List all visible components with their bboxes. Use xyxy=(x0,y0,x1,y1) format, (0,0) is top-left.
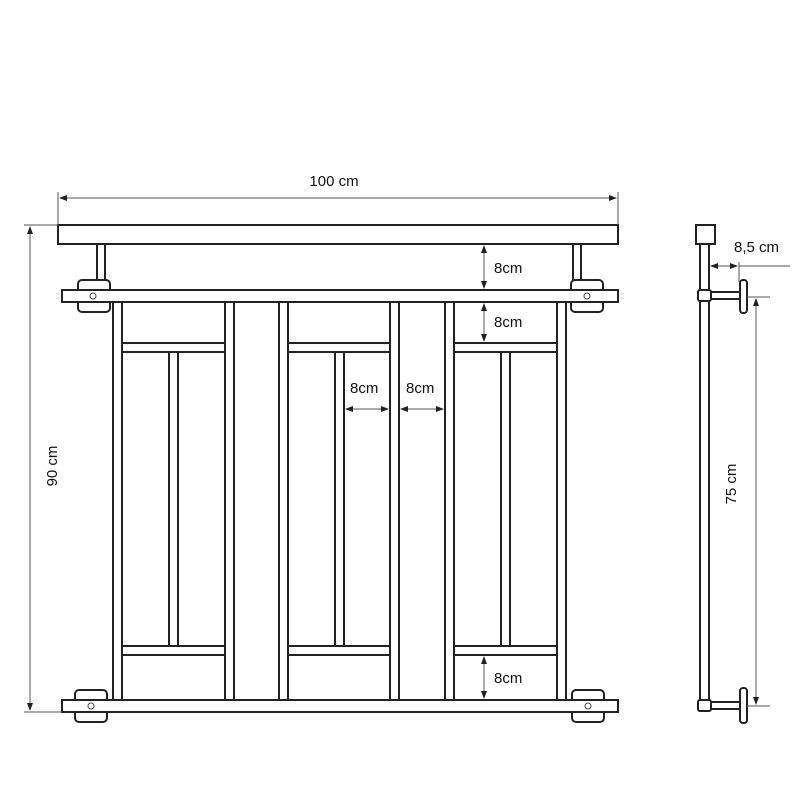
side-arm-top xyxy=(710,291,741,300)
gap-inner-right-label: 8cm xyxy=(406,380,434,397)
offset-label: 8,5 cm xyxy=(734,239,779,256)
bottom-frame-rail xyxy=(61,699,619,713)
gap-inner-left-label: 8cm xyxy=(350,380,378,397)
spacing-label: 75 cm xyxy=(723,464,740,505)
side-plate-bottom xyxy=(739,687,748,724)
width-label: 100 cm xyxy=(309,173,358,190)
top-handrail xyxy=(57,224,619,245)
screw-icon xyxy=(583,292,591,300)
width-dimension: 100 cm xyxy=(57,173,619,225)
gap-dimensions: 8cm 8cm 8cm 8cm 8cm xyxy=(345,245,522,699)
height-label: 90 cm xyxy=(44,446,61,487)
screw-icon xyxy=(584,702,592,710)
gap-frame-label: 8cm xyxy=(494,314,522,331)
side-collar-bottom xyxy=(697,699,712,712)
side-view: 8,5 cm 75 cm xyxy=(695,224,790,724)
side-post xyxy=(699,243,710,705)
screw-icon xyxy=(89,292,97,300)
side-collar-top xyxy=(697,289,712,302)
gap-bottom-label: 8cm xyxy=(494,670,522,687)
panel-rails xyxy=(121,342,558,656)
front-view: 100 cm 90 cm 8cm 8cm 8cm 8cm 8cm xyxy=(24,173,619,723)
panel-center-bars xyxy=(168,351,511,647)
side-arm-bottom xyxy=(710,701,741,710)
screw-icon xyxy=(87,702,95,710)
side-plate-top xyxy=(739,279,748,314)
top-frame-rail xyxy=(61,289,619,303)
vertical-bars xyxy=(112,301,567,701)
side-handrail xyxy=(695,224,716,245)
gap-top-label: 8cm xyxy=(494,260,522,277)
height-dimension: 90 cm xyxy=(24,224,62,713)
